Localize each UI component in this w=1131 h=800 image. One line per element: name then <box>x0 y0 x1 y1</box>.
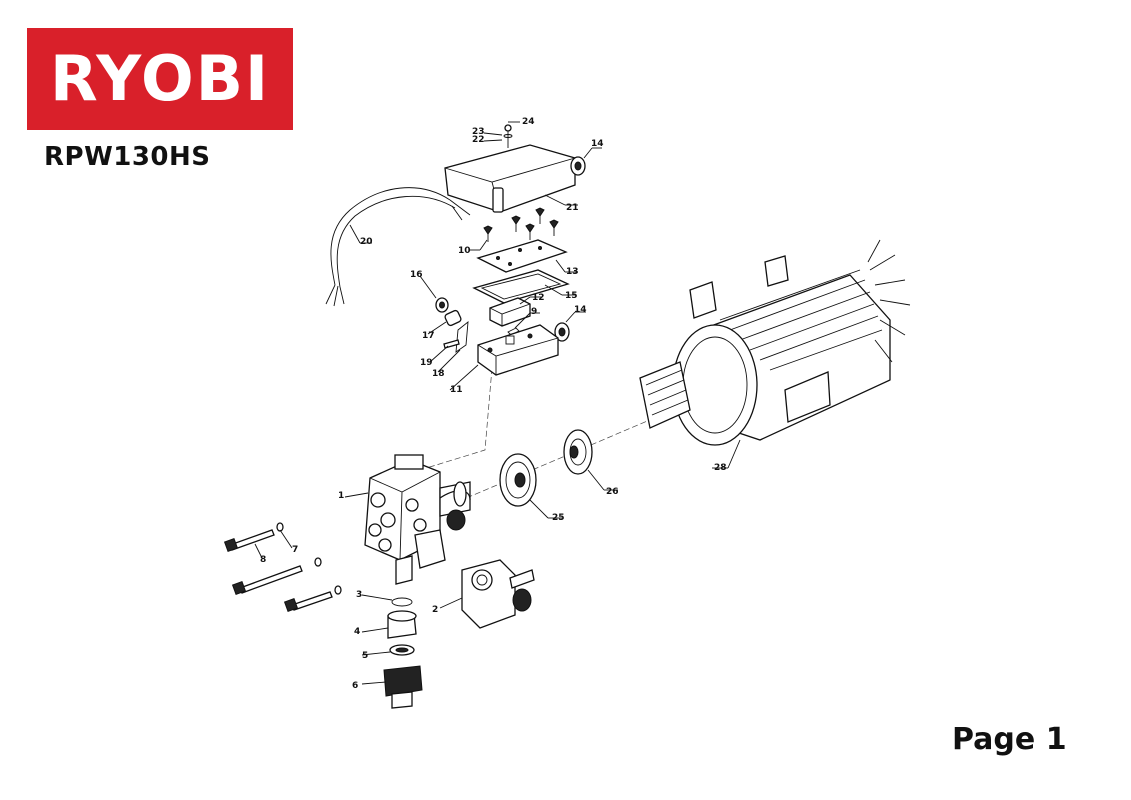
part-label-18: 18 <box>432 369 445 379</box>
part-label-7: 7 <box>292 545 298 555</box>
part-label-9: 9 <box>531 307 537 317</box>
page-number: Page 1 <box>952 722 1067 757</box>
model-number: RPW130HS <box>44 142 211 172</box>
part-label-28: 28 <box>714 463 727 473</box>
drive-pulley <box>499 453 537 507</box>
cable-bushing-top <box>570 156 586 176</box>
brand-name: RYOBI <box>49 42 271 115</box>
cable-bushing-mid <box>554 322 570 342</box>
part-label-5: 5 <box>362 651 368 661</box>
motor-fan <box>867 239 911 363</box>
motor-coupling <box>563 429 593 475</box>
part-label-24: 24 <box>522 117 535 127</box>
part-label-23: 23 <box>472 127 485 137</box>
part-label-25: 25 <box>552 513 565 523</box>
part-label-12: 12 <box>532 293 545 303</box>
leader-lines <box>254 121 741 685</box>
part-label-10: 10 <box>458 246 471 256</box>
part-label-1: 1 <box>338 491 344 501</box>
switch-screws <box>483 207 559 242</box>
switch-unit <box>489 297 531 327</box>
part-label-14-mid: 14 <box>574 305 587 315</box>
unloader-valve <box>461 559 535 629</box>
part-label-20: 20 <box>360 237 373 247</box>
part-label-11: 11 <box>450 385 463 395</box>
switch-box <box>477 324 559 376</box>
part-label-6: 6 <box>352 681 358 691</box>
electric-motor <box>639 239 911 446</box>
part-label-15: 15 <box>565 291 578 301</box>
switch-gasket <box>472 269 570 304</box>
part-label-17: 17 <box>422 331 435 341</box>
part-label-4: 4 <box>354 627 360 637</box>
part-label-2: 2 <box>432 605 438 615</box>
power-cable <box>325 187 471 307</box>
cable-gland-set <box>435 297 469 353</box>
switch-box-cover <box>444 124 576 213</box>
axis-line-cable <box>419 367 493 471</box>
ryobi-logo: RYOBI <box>27 28 293 130</box>
switch-plate <box>476 239 568 273</box>
pump-bolts <box>223 522 342 613</box>
part-label-13: 13 <box>566 267 579 277</box>
part-label-14-top: 14 <box>591 139 604 149</box>
part-label-19: 19 <box>420 358 433 368</box>
part-label-16: 16 <box>410 270 423 280</box>
part-label-26: 26 <box>606 487 619 497</box>
part-label-8: 8 <box>260 555 266 565</box>
inlet-fittings <box>383 597 423 709</box>
part-label-22: 22 <box>472 135 485 145</box>
pump-head <box>364 454 471 585</box>
part-label-21: 21 <box>566 203 579 213</box>
part-label-3: 3 <box>356 590 362 600</box>
